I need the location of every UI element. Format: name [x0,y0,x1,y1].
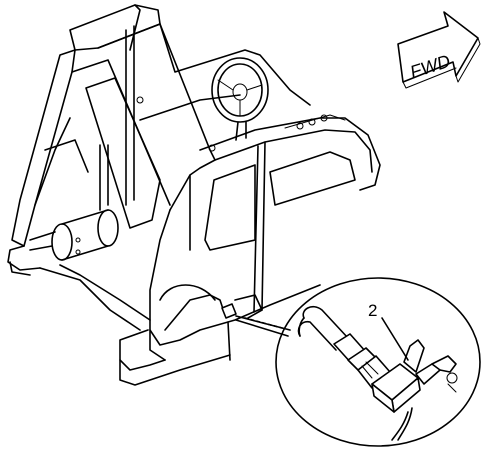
detail-view: 2 [275,277,481,447]
cab-body [7,4,381,386]
callout-number: 2 [368,301,377,320]
detail-leader [235,315,291,337]
fwd-arrow-icon: FWD [397,11,481,89]
